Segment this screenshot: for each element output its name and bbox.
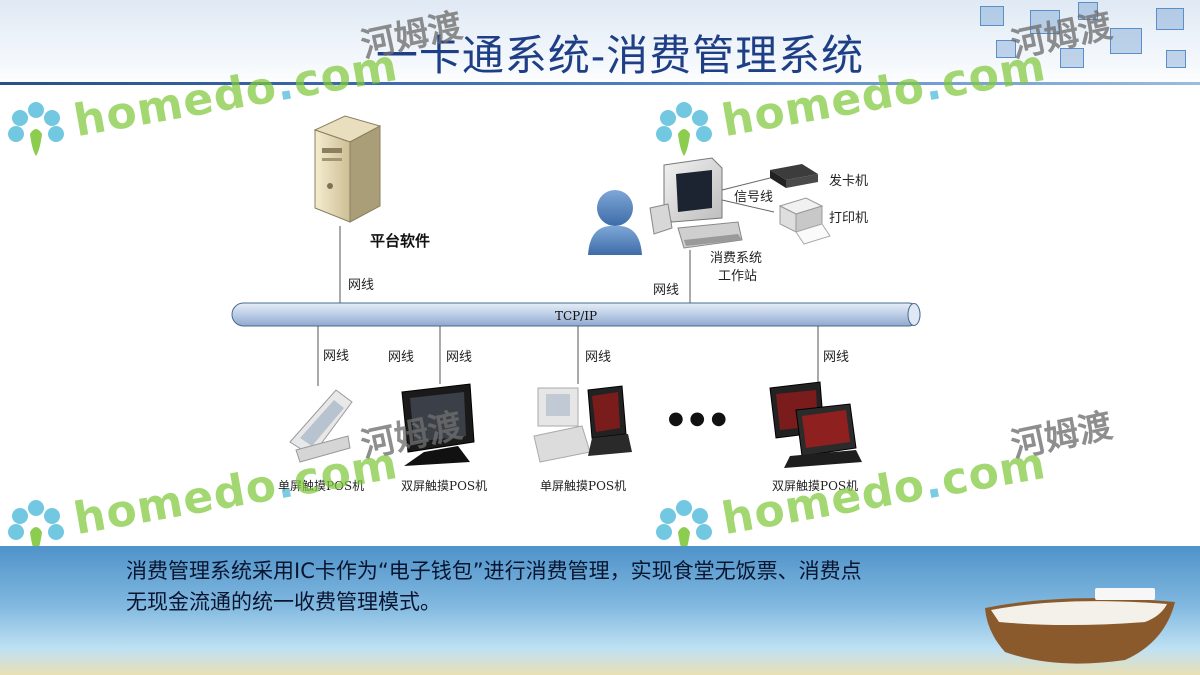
footer-description: 消费管理系统采用IC卡作为“电子钱包”进行消费管理，实现食堂无饭票、消费点 无现… <box>126 556 1086 618</box>
footer-band <box>0 546 1200 675</box>
pos-single-screen-icon <box>289 389 353 463</box>
printer-label: 打印机 <box>829 211 868 226</box>
user-icon <box>588 190 642 255</box>
backbone-label: TCP/IP <box>555 309 597 323</box>
header-band <box>0 0 1200 88</box>
footer-description-line2: 无现金流通的统一收费管理模式。 <box>126 590 441 614</box>
server-label: 平台软件 <box>370 232 430 250</box>
pos-label-3: 单屏触摸POS机 <box>540 479 626 493</box>
drop-label-4: 网线 <box>585 350 611 365</box>
header-rule <box>0 82 1200 85</box>
watermark-logo-icon <box>8 102 64 156</box>
signal-line-label: 信号线 <box>734 190 773 205</box>
system-diagram: 平台软件 网线 信号线 发卡机 打印机 消费系统 工作站 网线 T <box>231 115 921 493</box>
card-issuer-icon <box>770 164 818 188</box>
watermark-logo-icon <box>656 500 712 554</box>
pos-label-4: 双屏触摸POS机 <box>772 479 858 493</box>
pos-label-1: 单屏触摸POS机 <box>278 479 364 493</box>
watermark-logo-icon <box>8 500 64 554</box>
drop-label-3: 网线 <box>446 350 472 365</box>
workstation-computer-icon <box>649 157 743 249</box>
page-title: 一卡通系统-消费管理系统 <box>375 31 865 80</box>
printer-icon <box>778 197 831 245</box>
tcp-ip-backbone <box>231 302 921 327</box>
footer-description-line1: 消费管理系统采用IC卡作为“电子钱包”进行消费管理，实现食堂无饭票、消费点 <box>126 559 862 583</box>
boat-icon <box>985 588 1175 664</box>
header-decoration <box>960 0 1200 85</box>
signal-line-to-issuer <box>721 177 771 191</box>
pos-dual-screen-2-icon <box>769 381 862 468</box>
server-network-label: 网线 <box>348 278 374 293</box>
watermark-logo-icon <box>656 102 712 156</box>
drop-label-2: 网线 <box>388 350 414 365</box>
pos-dual-screen-icon <box>401 383 475 466</box>
workstation-network-label: 网线 <box>653 283 679 298</box>
workstation-label-line1: 消费系统 <box>710 251 762 266</box>
ellipsis: ● ● ● <box>668 408 727 429</box>
pos-single-screen-2-icon <box>533 385 632 463</box>
pos-label-2: 双屏触摸POS机 <box>401 479 487 493</box>
signal-line-to-printer <box>721 199 775 213</box>
drop-label-1: 网线 <box>323 349 349 364</box>
workstation-label-line2: 工作站 <box>718 269 757 284</box>
server-icon <box>313 115 382 223</box>
card-issuer-label: 发卡机 <box>829 173 868 189</box>
drop-label-5: 网线 <box>823 350 849 365</box>
